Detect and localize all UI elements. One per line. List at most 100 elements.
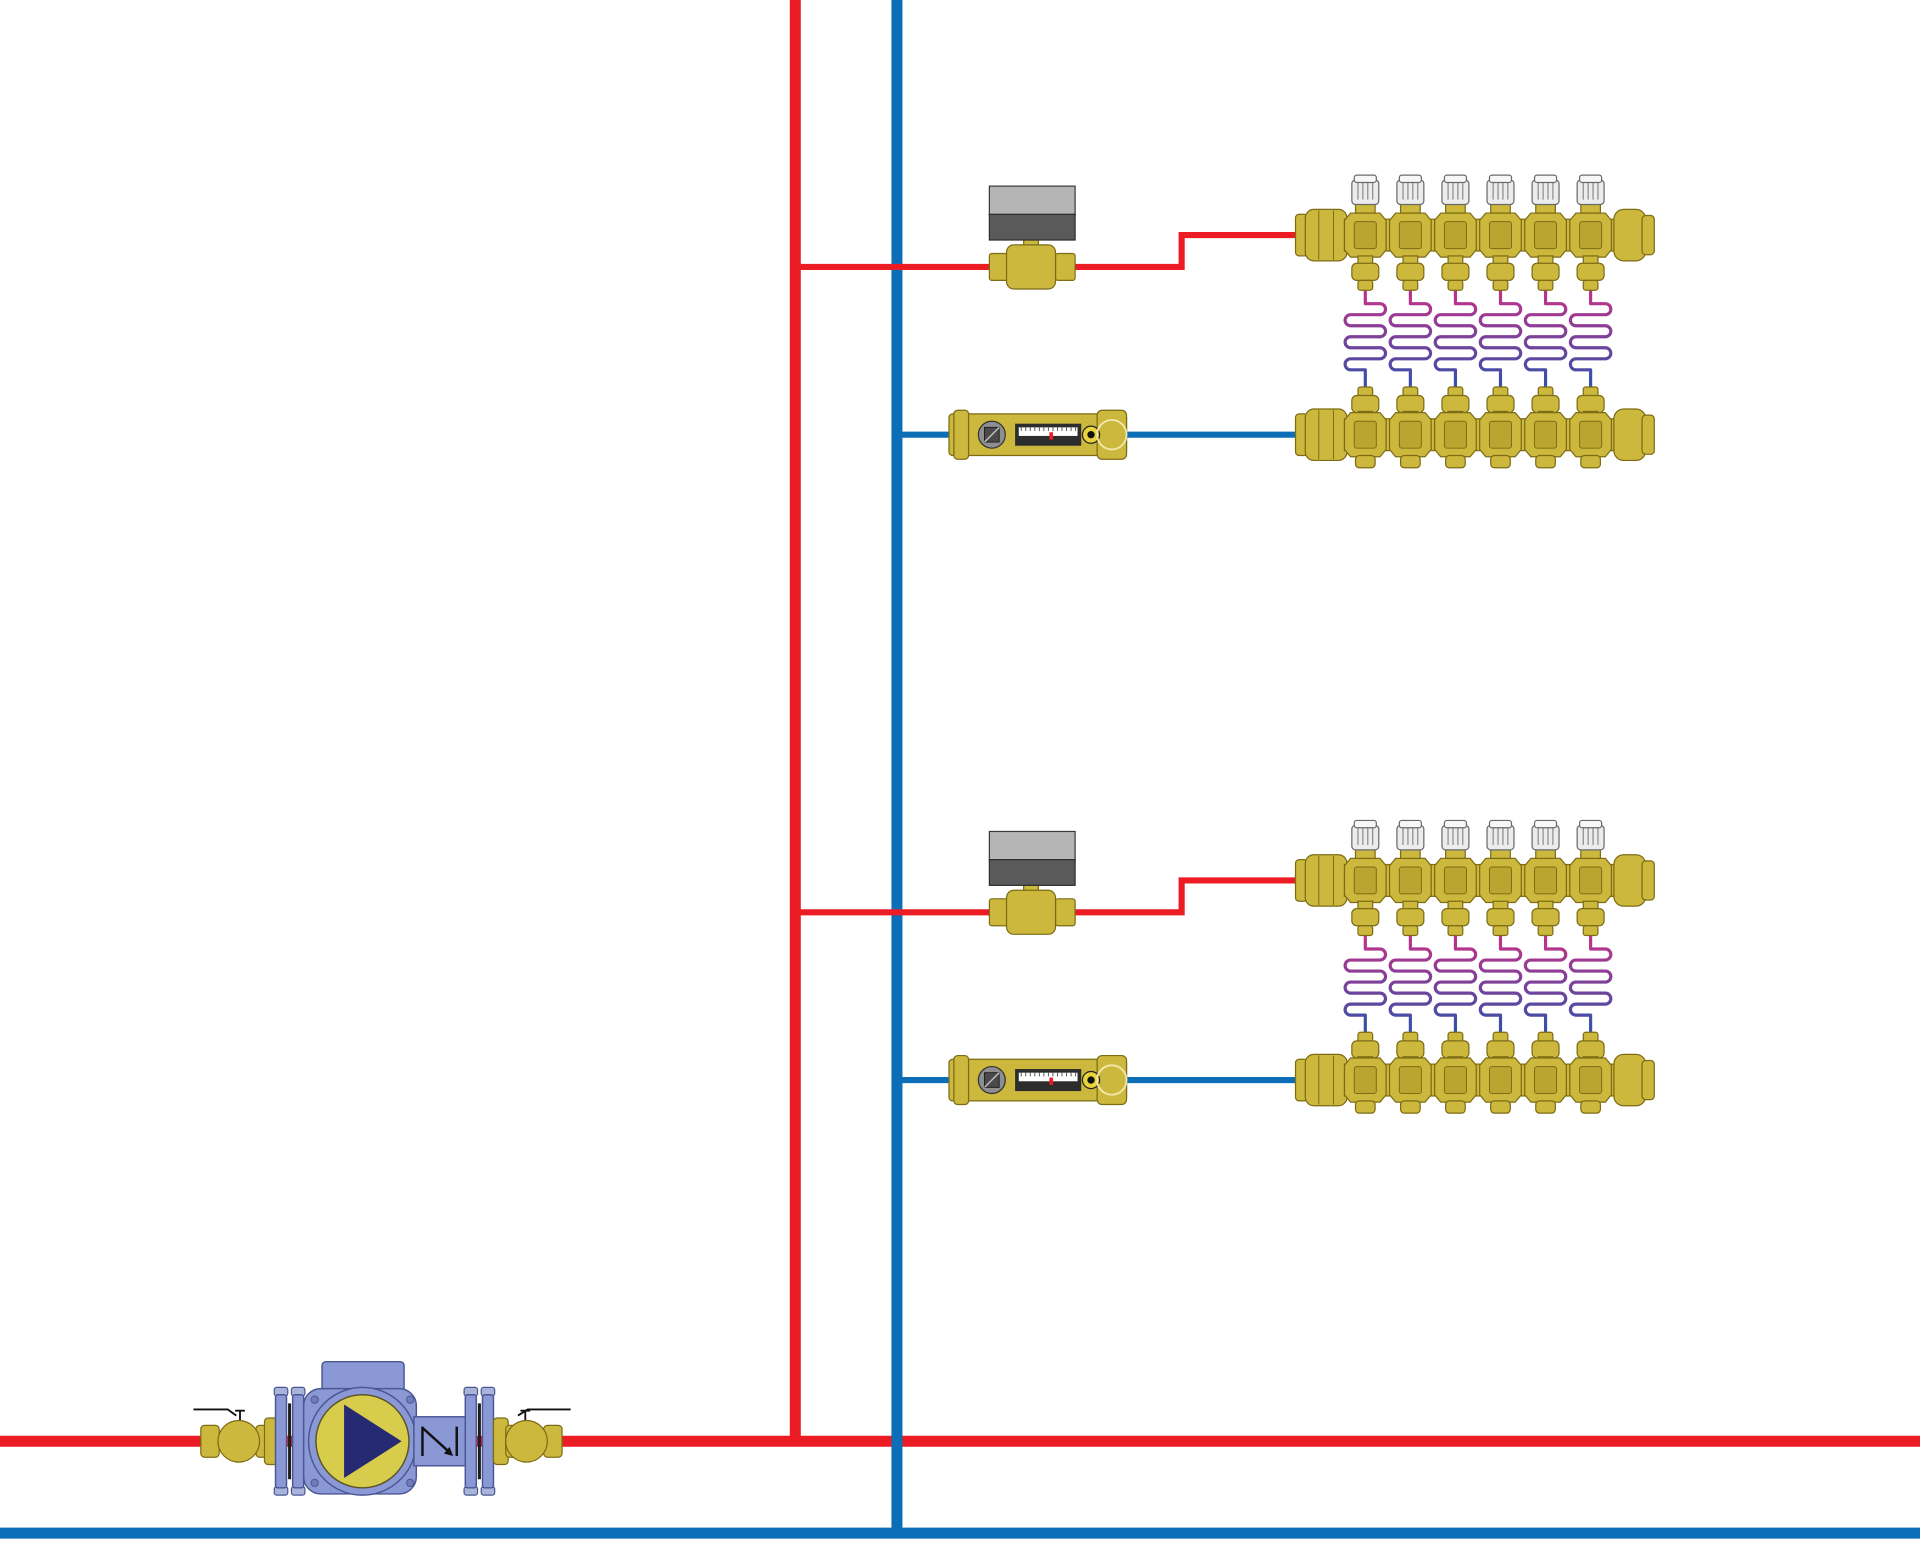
manifold-tee-face [1534, 1066, 1558, 1095]
manifold-tee-face [1488, 866, 1513, 895]
cap-body [1351, 179, 1380, 206]
flange-plate [291, 1394, 305, 1489]
cap-top [1578, 819, 1603, 829]
outlet-connector [1492, 279, 1509, 291]
flow-meter-icon [948, 1054, 1128, 1106]
inlet-nut [1576, 394, 1605, 414]
thermostatic-cap-icon [1531, 174, 1560, 214]
outlet-connector [1582, 279, 1599, 291]
return-manifold [1294, 1031, 1655, 1114]
flow-meter-scale [1018, 1072, 1078, 1082]
cap-top [1353, 174, 1377, 184]
inlet-nut [1576, 1040, 1605, 1059]
outlet-connector [1357, 279, 1374, 291]
valve-lever [517, 1408, 571, 1417]
cap-body [1576, 179, 1605, 206]
outlet-connector [1492, 925, 1509, 937]
flange-union [263, 1386, 306, 1496]
heating-loop-pipe [1568, 290, 1613, 387]
valve-body [1005, 889, 1057, 935]
heating-zone-1 [795, 174, 1655, 469]
manifold-tee-face [1353, 221, 1377, 250]
thermostatic-cap-icon [1351, 819, 1380, 860]
manifold-tee-face [1579, 420, 1603, 449]
inlet-nut [1486, 1040, 1515, 1059]
manifold-end-nut [1304, 1053, 1348, 1107]
manifold-tee-face [1398, 420, 1422, 449]
manifold-tee-face [1488, 221, 1513, 250]
inlet-nut [1531, 1040, 1560, 1059]
outlet-nut [1576, 907, 1605, 927]
flow-meter-scale [1018, 427, 1078, 436]
manifold-foot [1490, 454, 1511, 469]
manifold-end-ring [1641, 860, 1655, 901]
flow-meter-end [953, 409, 970, 460]
cap-body [1441, 179, 1470, 206]
outlet-nut [1486, 907, 1515, 927]
manifold-tee-face [1353, 1066, 1377, 1095]
check-valve-disc [421, 1426, 449, 1452]
flow-meter-ring [1096, 1064, 1128, 1096]
supply-branch-pipe [1070, 232, 1301, 271]
manifold-tee-face [1534, 866, 1558, 895]
heating-loops [1343, 935, 1613, 1033]
flow-meter-end [953, 1054, 970, 1106]
cap-top [1533, 819, 1558, 829]
manifold-foot [1445, 1100, 1466, 1114]
inlet-nut [1396, 394, 1425, 414]
valve-end-fitting [1054, 252, 1076, 282]
heating-loop-pipe [1388, 935, 1433, 1033]
manifold-end-nut [1304, 208, 1348, 262]
flow-meter-icon [948, 409, 1128, 460]
cap-body [1486, 824, 1515, 851]
flow-adjust-slot-line [983, 426, 1000, 443]
outlet-connector [1537, 279, 1554, 291]
inlet-nut [1351, 394, 1380, 414]
valve-ball-body [505, 1419, 548, 1463]
thermostatic-cap-icon [1441, 819, 1470, 860]
manifold-tee-face [1443, 420, 1467, 449]
inlet-nut [1486, 394, 1515, 414]
cap-body [1441, 824, 1470, 851]
cap-body [1486, 179, 1515, 206]
valve-end-fitting [1054, 898, 1076, 927]
valve-body [1005, 244, 1057, 290]
manifold-tee-face [1579, 866, 1603, 895]
manifold-tee-face [1534, 420, 1558, 449]
manifold-tee-face [1488, 1066, 1513, 1095]
manifold-end-ring [1641, 414, 1655, 455]
valve-end-fitting [200, 1424, 220, 1458]
manifold-tee-face [1443, 1066, 1467, 1095]
cap-top [1488, 174, 1513, 184]
manifold-end-nut [1613, 854, 1647, 907]
pump-screw [406, 1478, 415, 1488]
flange-plate [481, 1394, 495, 1489]
flow-meter-indicator-dot [1087, 1076, 1095, 1084]
flow-meter-end [1096, 409, 1128, 460]
outlet-nut [1396, 262, 1425, 282]
outlet-nut [1531, 262, 1560, 282]
inlet-nut [1396, 1040, 1425, 1059]
check-valve-arrowhead [443, 1446, 454, 1456]
supply-branch-pipe [1070, 877, 1301, 916]
cap-body [1576, 824, 1605, 851]
manifold-foot [1445, 454, 1466, 469]
cap-body [1396, 179, 1425, 206]
manifold-tee-face [1534, 221, 1558, 250]
heating-loop-pipe [1478, 290, 1523, 387]
manifold-tee-face [1443, 221, 1467, 250]
thermostatic-cap-icon [1576, 174, 1605, 214]
heating-loop-pipe [1343, 935, 1388, 1033]
heating-loop-pipe [1433, 935, 1478, 1033]
outlet-connector [1402, 279, 1419, 291]
outlet-nut [1576, 262, 1605, 282]
outlet-connector [1447, 925, 1464, 937]
cap-top [1443, 819, 1468, 829]
cap-body [1531, 179, 1560, 206]
pump-assembly [193, 1360, 571, 1496]
flow-adjust-slot-line [983, 1072, 1000, 1088]
manifold-end-nut [1304, 408, 1348, 462]
cap-top [1443, 174, 1468, 184]
flange-plate [464, 1394, 478, 1489]
